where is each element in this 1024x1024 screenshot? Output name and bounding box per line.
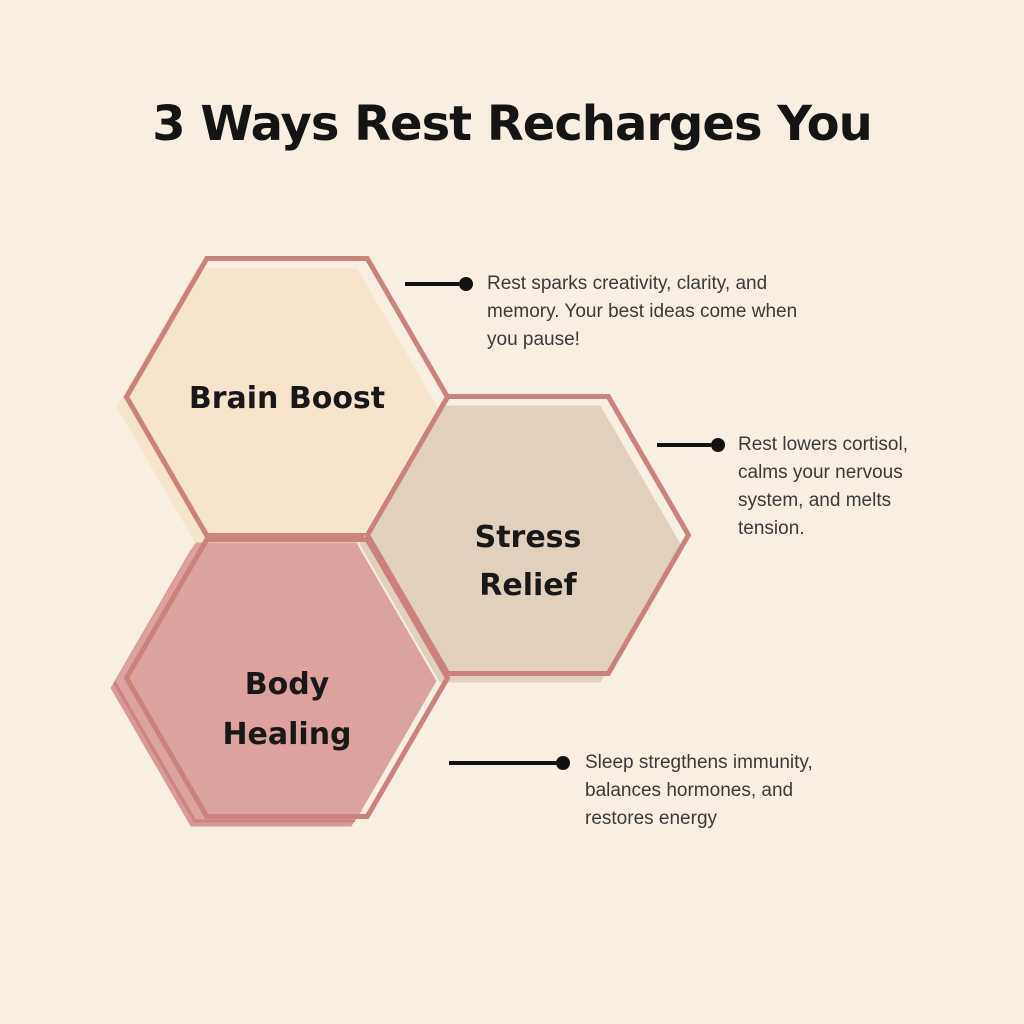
- connector-body-healing: [449, 756, 570, 770]
- connector-stress-relief: [657, 438, 725, 452]
- annotation-body-healing: Sleep stregthens immunity, balances horm…: [585, 752, 813, 829]
- hexagon-stress-relief: [359, 394, 692, 683]
- connector-bullet-icon: [556, 756, 570, 770]
- body-healing-hexagon-outline: [123, 537, 451, 819]
- connector-brain-boost: [405, 277, 473, 291]
- connector-bullet-icon: [711, 438, 725, 452]
- stress-relief-hexagon-outline: [364, 394, 692, 676]
- annotation-stress-relief: Rest lowers cortisol, calms your nervous…: [738, 434, 908, 539]
- brain-boost-hexagon-fill: [116, 268, 438, 546]
- hexagon-body-healing: [110, 537, 451, 827]
- body-healing-hexagon-fill: [115, 542, 437, 820]
- hexagon-label-body-healing: Body Healing: [222, 667, 352, 752]
- hexagon-label-brain-boost: Brain Boost: [188, 381, 386, 416]
- connector-bullet-icon: [459, 277, 473, 291]
- stress-relief-hexagon-fill: [359, 405, 681, 683]
- hexagon-label-stress-relief: Stress Relief: [474, 520, 582, 603]
- annotation-brain-boost: Rest sparks creativity, clarity, and mem…: [487, 273, 798, 350]
- page-title: 3 Ways Rest Recharges You: [152, 96, 872, 152]
